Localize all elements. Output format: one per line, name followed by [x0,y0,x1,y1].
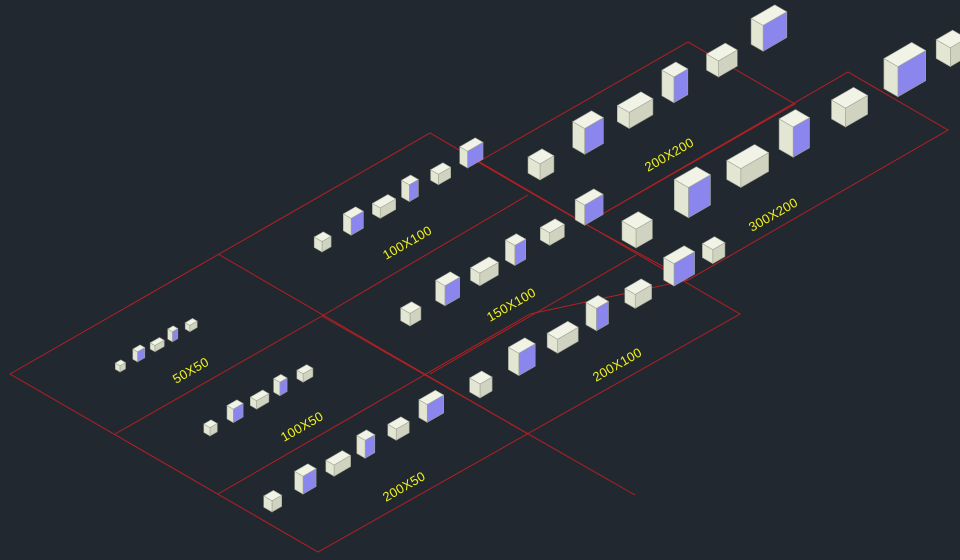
fitting-100x50-3-top-face [249,389,270,402]
fitting-200x100-5-top-face [624,278,653,295]
grid-upper-300x200 [583,71,949,281]
fitting-300x200-7-top-face [935,29,960,49]
fitting-300x200-4-top-face [778,109,811,128]
fitting-300x200-3-top-face [726,144,770,169]
fitting-200x200-1-top-face [527,148,555,165]
fitting-100x50-5-top-face [296,364,314,375]
fitting-200x50-1-top-face [263,490,283,502]
fitting-150x100-5-top-face [539,218,565,234]
fitting-200x50-3-top-face [325,450,352,466]
grid-divider-5 [321,194,529,317]
grid-divider-2 [217,313,531,495]
fitting-100x100-1-top-face [313,231,332,242]
fitting-50x50-5-top-face [184,318,198,326]
fitting-200x50-4-top-face [356,429,376,441]
fitting-50x50-2-top-face [132,344,146,353]
fitting-100x100-6-top-face [459,137,484,152]
fitting-150x100-4-top-face [504,233,527,246]
fitting-50x50-3-top-face [149,337,165,346]
fitting-150x100-6-top-face [574,188,604,206]
grid-divider-7 [529,279,689,315]
fitting-150x100-1-top-face [399,301,422,314]
grid-divider-1 [114,315,323,435]
fitting-100x50-4-top-face [273,374,288,383]
duct-fittings [114,4,960,513]
fitting-200x100-1-top-face [469,370,493,385]
fitting-200x200-6-top-face [750,4,788,26]
fitting-150x100-3-top-face [469,256,500,274]
fitting-50x50-4-top-face [167,325,179,333]
fitting-150x100-2-top-face [435,271,461,287]
grid-outer-left [8,132,742,553]
grid-divider-4 [321,315,636,496]
fitting-300x200-6-top-face [883,42,927,67]
fitting-300x200-1-top-face [621,211,654,230]
fitting-200x50-6-top-face [418,389,445,405]
grid-divider-6 [429,254,637,375]
fitting-100x100-2-top-face [342,206,365,219]
fitting-200x200-2-top-face [572,110,604,129]
fitting-200x100-6-top-face [662,245,696,264]
fitting-100x100-5-top-face [429,162,452,175]
fitting-100x100-4-top-face [400,174,419,186]
fitting-100x50-1-top-face [203,419,218,428]
fitting-300x200-2-top-face [673,166,712,188]
fitting-200x100-7-top-face [701,236,726,250]
fitting-100x50-2-top-face [226,399,244,410]
fitting-200x50-2-top-face [294,463,317,477]
fitting-200x200-3-top-face [616,91,654,113]
fitting-50x50-1-top-face [114,359,127,367]
grid-upper-200x200 [476,41,797,225]
layout-grid [8,41,949,553]
fitting-200x100-3-top-face [546,320,579,340]
fitting-200x50-5-top-face [387,416,410,430]
fitting-200x100-4-top-face [585,295,610,309]
fitting-200x200-5-top-face [705,42,738,62]
fitting-300x200-5-top-face [830,86,869,109]
fitting-200x100-2-top-face [507,337,536,354]
fitting-200x200-4-top-face [661,61,689,78]
fitting-100x100-3-top-face [371,194,397,209]
